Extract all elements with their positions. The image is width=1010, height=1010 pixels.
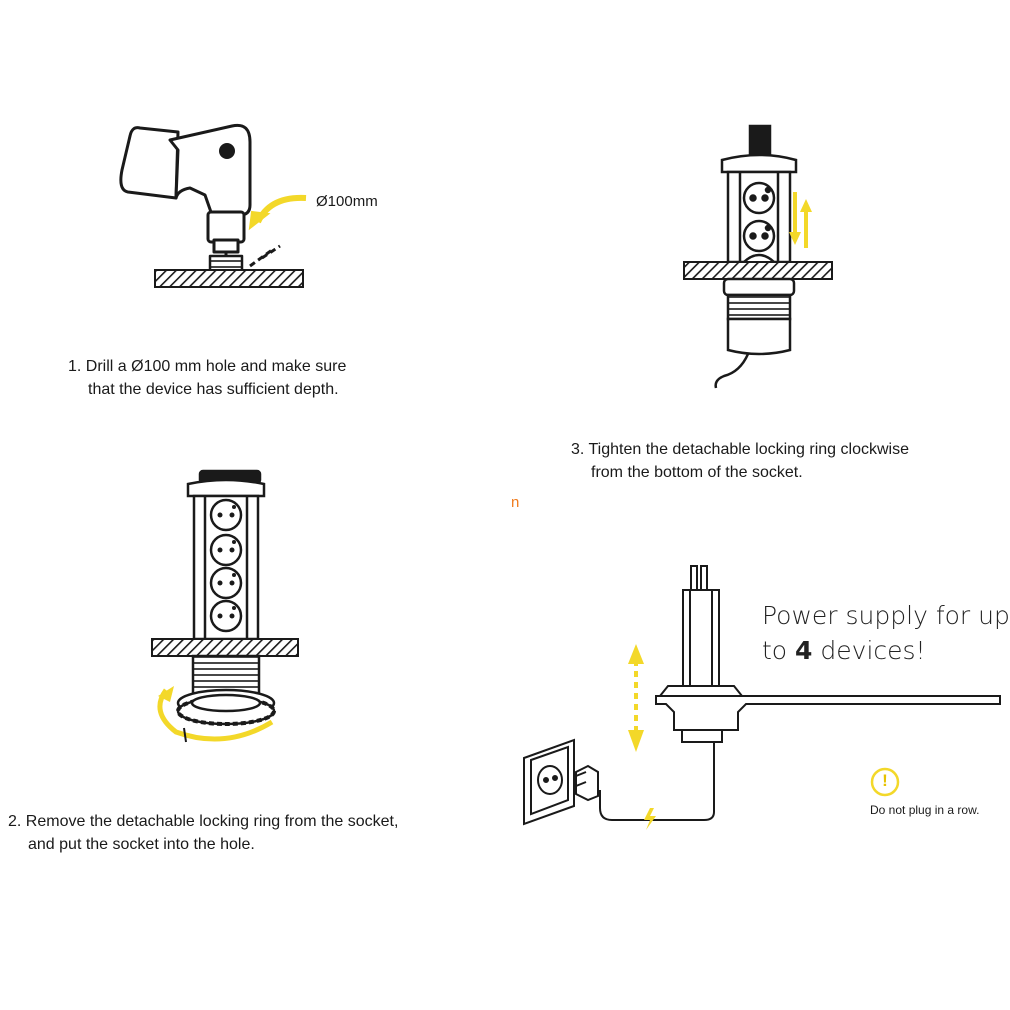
power-supply-line2-suffix: devices! xyxy=(812,636,926,665)
worktop-step1 xyxy=(154,269,304,288)
warning-symbol: ! xyxy=(882,771,888,790)
hole-diameter-label: Ø100mm xyxy=(316,193,378,210)
step1-caption: 1. Drill a Ø100 mm hole and make sure th… xyxy=(68,355,346,401)
device-count: 4 xyxy=(795,636,813,665)
step2-line1: 2. Remove the detachable locking ring fr… xyxy=(8,813,399,830)
stray-glyph: n xyxy=(511,494,520,511)
vertical-motion-arrow-icon xyxy=(628,644,644,752)
step2-line2: and put the socket into the hole. xyxy=(28,836,255,853)
power-cable xyxy=(599,742,715,821)
step3-line1: 3. Tighten the detachable locking ring c… xyxy=(571,441,909,458)
power-cable xyxy=(714,353,750,389)
warning-icon xyxy=(870,767,900,797)
socket-tower-icon xyxy=(186,469,266,641)
locking-ring-icon xyxy=(176,688,276,726)
lightning-icon xyxy=(644,808,656,830)
locking-ring-icon xyxy=(722,277,796,356)
updown-arrows-icon xyxy=(789,192,812,248)
socket-tower-side-icon xyxy=(655,565,1001,743)
step1-line1: 1. Drill a Ø100 mm hole and make sure xyxy=(68,358,347,375)
step2-caption: 2. Remove the detachable locking ring fr… xyxy=(8,810,398,856)
drill-icon xyxy=(119,123,252,278)
power-supply-line1: Power supply for up xyxy=(762,601,1010,630)
power-supply-line2-prefix: to xyxy=(762,636,796,665)
warning-text: Do not plug in a row. xyxy=(870,803,980,817)
step3-caption: 3. Tighten the detachable locking ring c… xyxy=(571,438,909,484)
wall-outlet-icon xyxy=(523,738,599,826)
power-supply-headline: Power supply for up to 4 devices! xyxy=(762,598,1010,668)
chip-marks-icon xyxy=(249,244,281,268)
rotation-arrow-icon xyxy=(157,688,274,742)
socket-tower-icon xyxy=(720,124,798,264)
step3-line2: from the bottom of the socket. xyxy=(591,464,803,481)
step1-line2: that the device has sufficient depth. xyxy=(88,381,339,398)
